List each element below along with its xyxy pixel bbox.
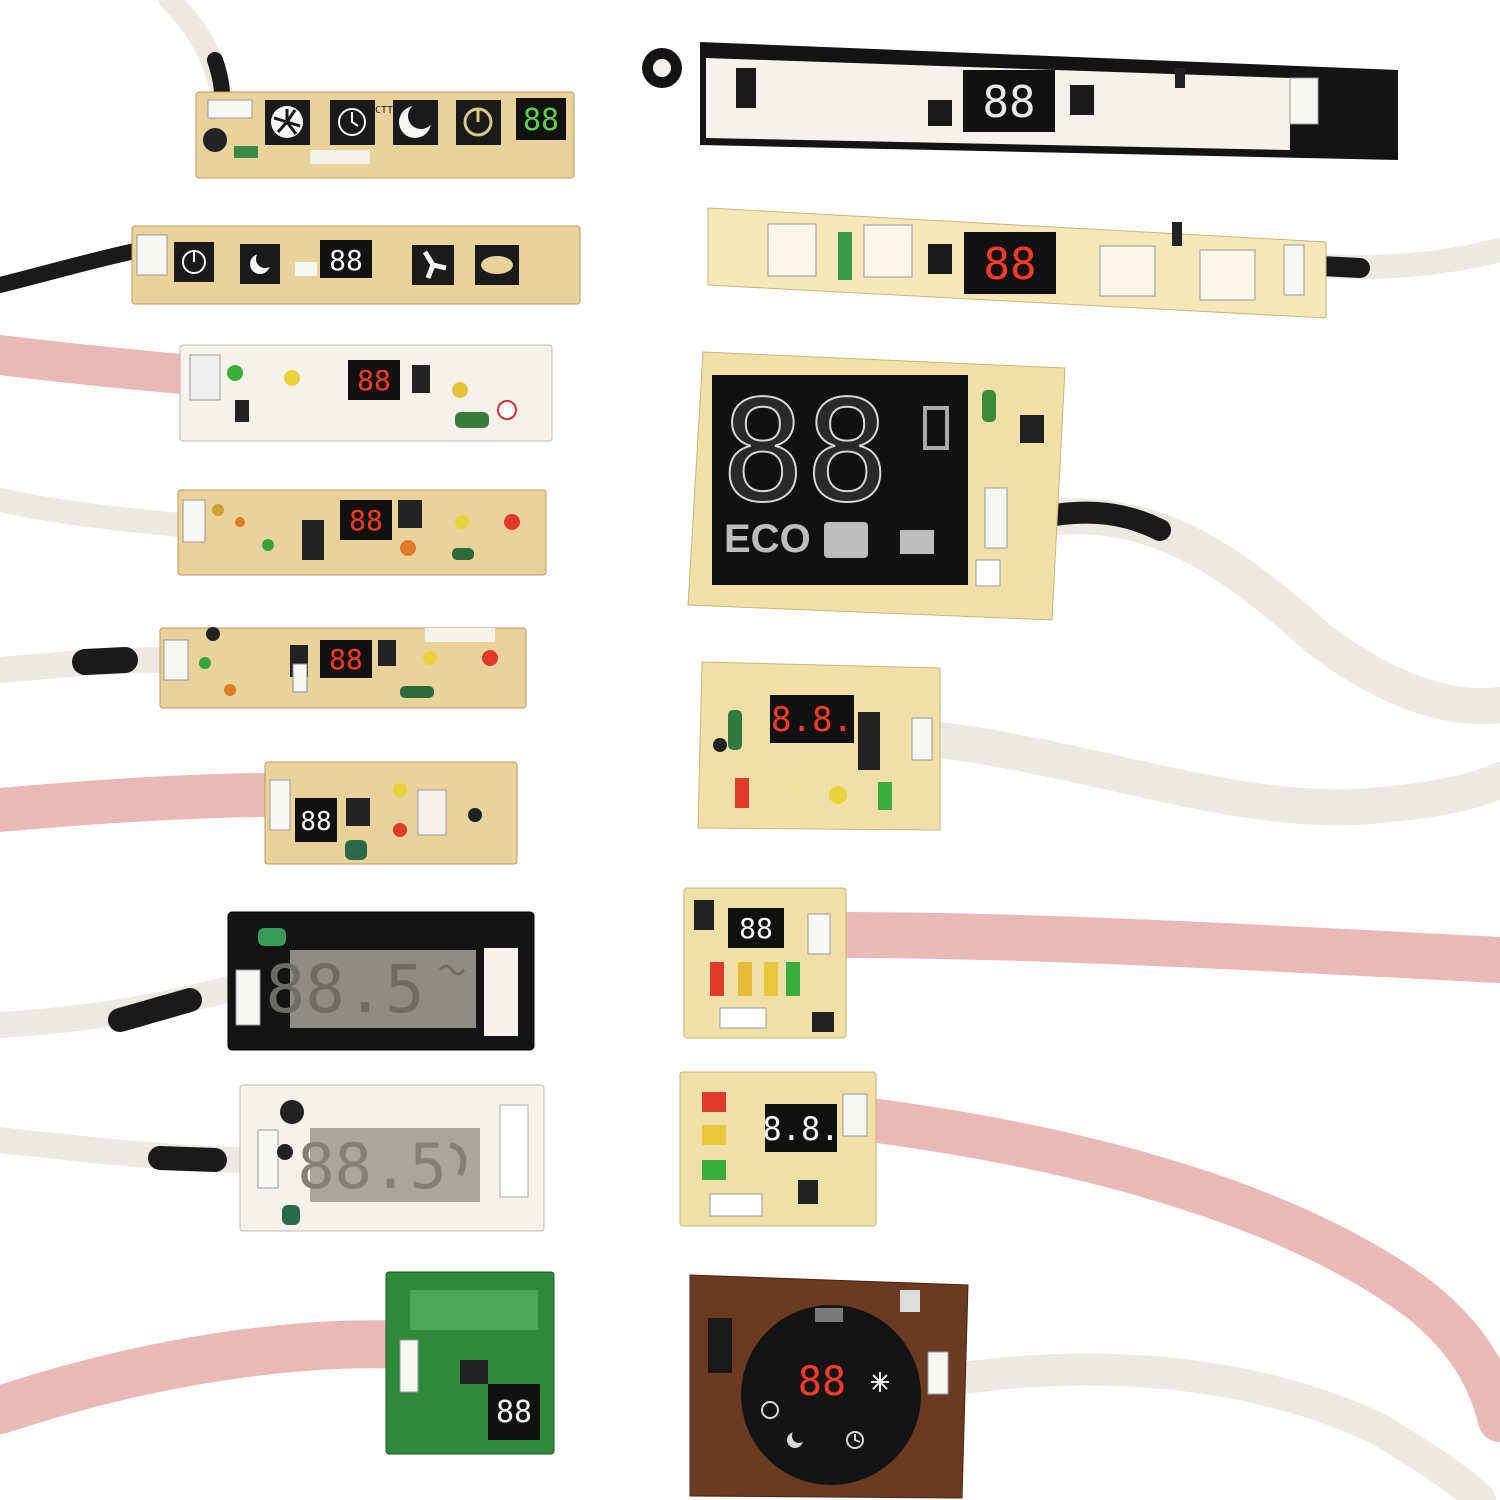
- display-5: 88: [320, 640, 372, 678]
- display-11: 88: [964, 232, 1056, 294]
- wave-icon: [900, 530, 934, 554]
- ribbon-14: [817, 912, 1500, 983]
- ribbon-9: [0, 1320, 429, 1434]
- display-3: 88: [348, 360, 400, 400]
- display-12: 88: [720, 370, 891, 535]
- board-7: 88.5: [227, 911, 535, 1051]
- display-8: 88.5: [297, 1128, 480, 1203]
- display-9: 88: [488, 1384, 540, 1440]
- display-digits: 88: [798, 1359, 846, 1405]
- display-7: 88.5: [266, 950, 476, 1028]
- display-digits: 8.8.: [771, 700, 853, 740]
- display-digits: 88: [983, 77, 1036, 128]
- cable-12: [1012, 498, 1500, 725]
- display-digits: 88: [349, 504, 383, 537]
- board-1: CTT 88: [195, 91, 575, 179]
- display-digits: 88: [496, 1395, 532, 1430]
- display-digits: 88.5: [266, 951, 425, 1028]
- ribbon-6: [0, 773, 292, 832]
- cable-4: [0, 488, 192, 537]
- display-14: 88: [728, 908, 784, 948]
- display-15: 8.8.: [762, 1104, 840, 1152]
- board-3: 88: [179, 344, 553, 442]
- sleep-icon: [393, 100, 438, 145]
- power-icon: [456, 100, 501, 145]
- board-8: 88.5: [239, 1084, 545, 1232]
- display-digits: 88: [739, 912, 773, 945]
- display-digits: 88: [523, 103, 559, 138]
- board-label: CTT: [375, 105, 393, 116]
- cable-13: [922, 722, 1500, 826]
- moon-icon: [787, 1429, 806, 1448]
- display-digits: 88: [329, 643, 363, 676]
- board-2: 88: [131, 225, 581, 305]
- fan-icon: [265, 100, 310, 145]
- board-5: 88: [159, 627, 527, 709]
- display-digits: 88: [984, 239, 1037, 290]
- snowflake-icon: [871, 1372, 889, 1392]
- leaf-icon: [475, 245, 519, 285]
- board-9: 88: [385, 1271, 555, 1455]
- display-6: 88: [295, 798, 337, 842]
- board-10: 88: [642, 42, 1398, 160]
- board-14: 88: [683, 887, 847, 1039]
- cable-16: [934, 1353, 1496, 1500]
- wave-icon: [438, 964, 466, 976]
- display-digits: 88: [357, 364, 391, 397]
- display-2: 88: [320, 240, 372, 278]
- display-digits: 8.8.: [762, 1110, 839, 1148]
- cable-2: [0, 242, 148, 293]
- display-10: 88: [963, 70, 1055, 132]
- power-icon: [761, 1401, 779, 1419]
- clock-icon: [846, 1431, 864, 1449]
- board-4: 88: [177, 489, 547, 576]
- display-16: 88: [798, 1359, 846, 1405]
- display-digits: 88.5: [297, 1130, 446, 1203]
- board-11: 88: [707, 207, 1327, 319]
- ribbon-15: [848, 1098, 1500, 1442]
- moon-icon: [240, 244, 280, 284]
- board-15: 8.8.: [679, 1071, 877, 1227]
- display-digits: 88: [300, 807, 331, 837]
- display-digits: 88: [329, 244, 363, 277]
- display-digits: 88: [721, 371, 890, 534]
- ribbon-3: [0, 335, 210, 395]
- fan-icon: [412, 245, 454, 285]
- display-13: 8.8.: [770, 695, 854, 743]
- eco-label: ECO: [724, 517, 811, 561]
- board-6: 88: [264, 761, 518, 865]
- leaf-icon: [824, 522, 868, 558]
- timer-icon: [330, 100, 375, 145]
- board-13: 8.8.: [697, 661, 941, 831]
- leaf-icon: [449, 1142, 467, 1177]
- board-12: 88 ECO: [687, 351, 1066, 621]
- board-16: 88: [689, 1274, 969, 1499]
- power-icon: [174, 242, 214, 282]
- display-4: 88: [340, 500, 392, 540]
- display-1: 88: [516, 98, 566, 140]
